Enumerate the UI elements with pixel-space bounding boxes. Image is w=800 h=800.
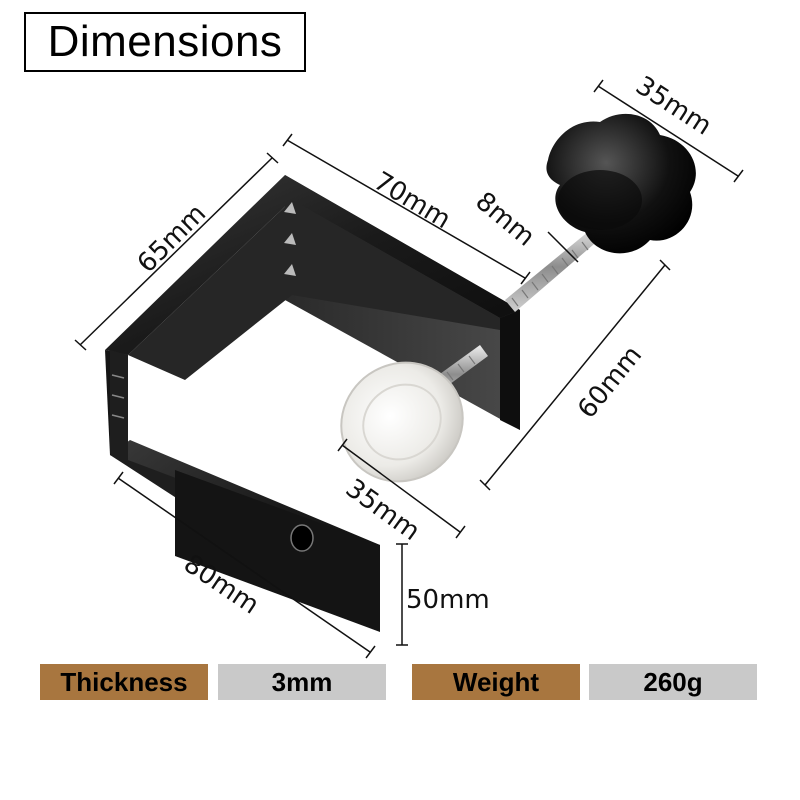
swivel-pad <box>340 361 464 483</box>
edge-notches <box>111 374 125 419</box>
star-knob <box>546 113 696 254</box>
dim-flange-height: 50mm <box>406 585 490 615</box>
arrow-markings <box>284 202 296 276</box>
thickness-label: Thickness <box>40 664 208 700</box>
weight-value: 260g <box>589 664 757 700</box>
upper-screw <box>505 222 608 312</box>
bracket-top-inner <box>128 200 500 380</box>
weight-label: Weight <box>412 664 580 700</box>
dim-screw-height: 60mm <box>572 340 648 424</box>
dim-top-arm-length: 70mm <box>368 166 455 235</box>
mounting-hole <box>290 524 314 552</box>
diagram-title: Dimensions <box>24 12 306 72</box>
bracket-back-edge <box>500 310 520 430</box>
bracket-flange <box>175 470 380 632</box>
dim-screw-diameter: 8mm <box>470 186 541 252</box>
dimension-lines <box>74 79 744 659</box>
thickness-value: 3mm <box>218 664 386 700</box>
bracket-top-arm <box>105 175 520 355</box>
